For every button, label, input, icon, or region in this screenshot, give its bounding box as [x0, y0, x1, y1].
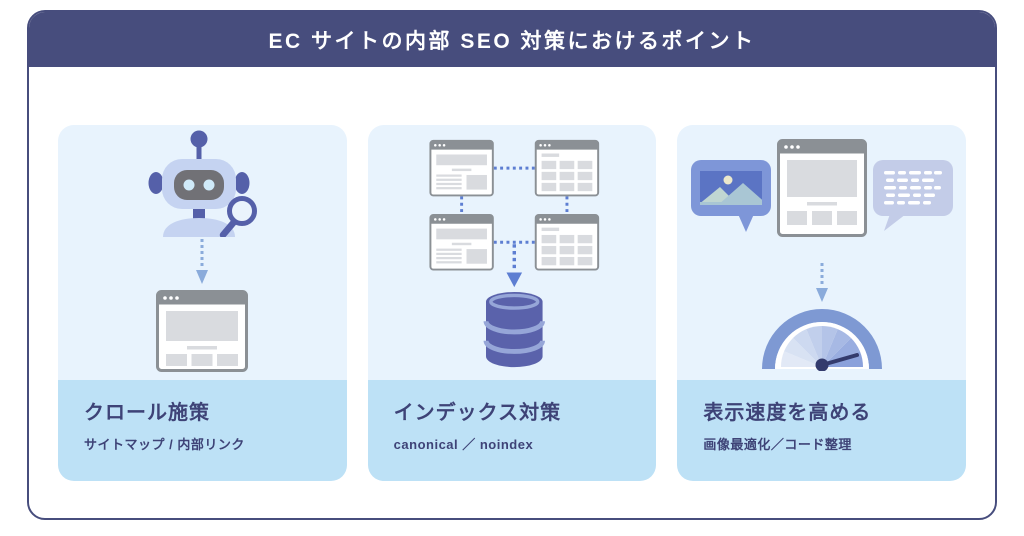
panel-speed-footer: 表示速度を高める 画像最適化／コード整理	[677, 380, 967, 481]
dotted-down-arrow-icon	[196, 239, 209, 284]
infographic-card: EC サイトの内部 SEO 対策におけるポイント	[27, 10, 997, 520]
panel-index-subtitle: canonical ／ noindex	[393, 437, 534, 452]
panels-row: クロール施策 サイトマップ / 内部リンク	[29, 125, 995, 481]
speedometer-icon	[761, 309, 882, 371]
crawler-robot-icon	[148, 130, 258, 237]
panel-speed: 表示速度を高める 画像最適化／コード整理	[677, 125, 967, 481]
panel-index-art	[367, 125, 657, 380]
webpage-icon	[156, 290, 249, 372]
webpage-icon	[776, 139, 867, 237]
panel-crawl-footer: クロール施策 サイトマップ / 内部リンク	[58, 380, 347, 481]
page-title: EC サイトの内部 SEO 対策におけるポイント	[268, 29, 756, 53]
panel-crawl: クロール施策 サイトマップ / 内部リンク	[58, 125, 347, 481]
panel-speed-title: 表示速度を高める	[703, 402, 872, 424]
title-banner: EC サイトの内部 SEO 対策におけるポイント	[29, 12, 995, 67]
panel-index: インデックス対策 canonical ／ noindex	[367, 125, 657, 481]
code-bubble-icon	[872, 160, 953, 231]
panel-speed-art	[677, 125, 967, 380]
panel-speed-subtitle: 画像最適化／コード整理	[703, 437, 852, 452]
panel-crawl-title: クロール施策	[84, 402, 210, 424]
dotted-down-arrow-icon	[506, 244, 522, 288]
panel-speed-top-row	[690, 139, 954, 237]
image-bubble-icon	[690, 160, 771, 232]
dotted-down-arrow-icon	[815, 263, 828, 302]
database-icon	[483, 291, 545, 368]
panel-crawl-subtitle: サイトマップ / 内部リンク	[84, 437, 245, 452]
panel-index-footer: インデックス対策 canonical ／ noindex	[367, 380, 657, 481]
linked-webpages-icon	[429, 139, 599, 368]
magnifier-icon	[220, 196, 258, 237]
panel-index-title: インデックス対策	[393, 402, 562, 424]
panel-crawl-art	[58, 125, 347, 380]
